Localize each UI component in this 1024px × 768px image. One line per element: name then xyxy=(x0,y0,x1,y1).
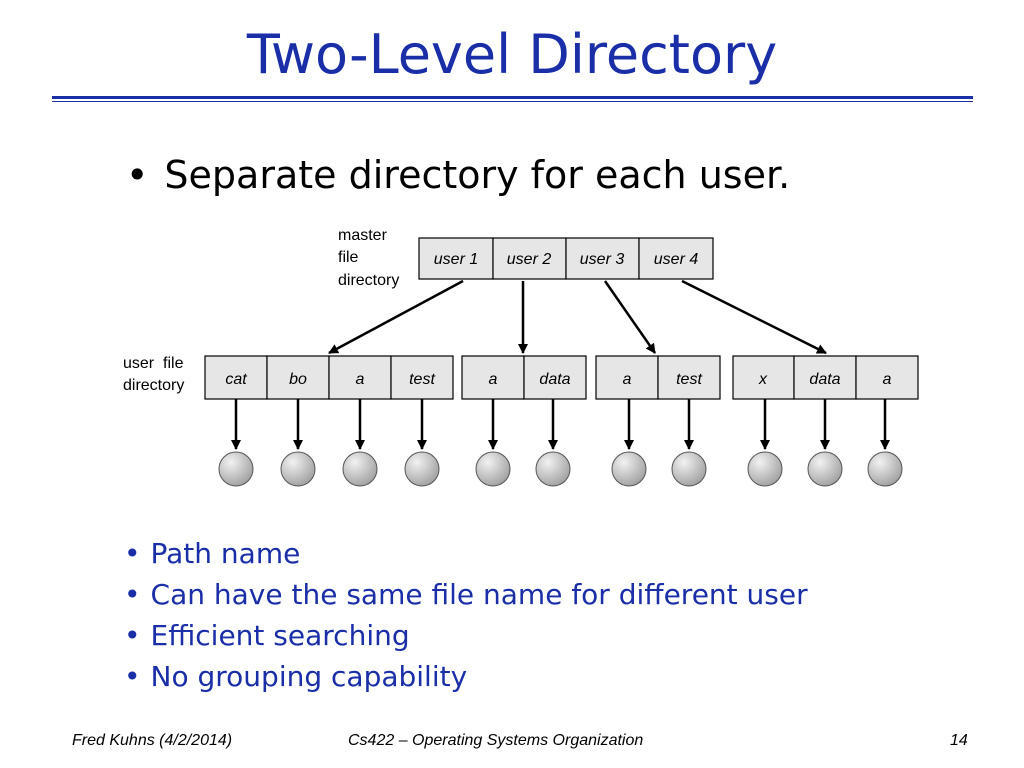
bullet-marker: • xyxy=(124,537,141,570)
user-4-file-x: x xyxy=(758,371,768,388)
file-node xyxy=(747,451,783,487)
list-item: • Can have the same file name for differe… xyxy=(124,577,808,618)
footer-page-number: 14 xyxy=(950,732,968,749)
file-node xyxy=(404,451,440,487)
file-node xyxy=(611,451,647,487)
point-path-name: Path name xyxy=(150,537,301,570)
user-4-cell-x xyxy=(732,355,795,400)
master-cell-user-2-label: user 2 xyxy=(507,251,552,268)
master-cell-user-4-label: user 4 xyxy=(654,251,699,268)
bullet-marker: • xyxy=(124,660,141,693)
master-label-line-1: master xyxy=(338,227,388,244)
footer-course: Cs422 – Operating Systems Organization xyxy=(348,732,644,749)
user-2-file-a: a xyxy=(489,371,498,388)
user-directory-1: cat bo a test xyxy=(204,355,454,400)
file-nodes xyxy=(218,451,903,487)
file-pointer-arrows xyxy=(231,399,890,450)
user-2-cell-data xyxy=(523,355,587,400)
arrow-user-3 xyxy=(603,280,657,354)
user-2-file-data: data xyxy=(539,371,570,388)
arrow-user-1 xyxy=(328,279,464,355)
list-item: • No grouping capability xyxy=(124,659,808,700)
file-node xyxy=(807,451,843,487)
user-1-file-a: a xyxy=(356,371,365,388)
master-cell-user-1 xyxy=(418,237,494,280)
file-node xyxy=(867,451,903,487)
user-dir-label-line-1: user file xyxy=(123,355,184,372)
point-no-grouping: No grouping capability xyxy=(150,660,468,693)
user-2-cell-a xyxy=(461,355,525,400)
file-node xyxy=(218,451,254,487)
main-bullet: • Separate directory for each user. xyxy=(126,156,790,194)
key-points-list: • Path name • Can have the same file name … xyxy=(124,536,808,700)
user-1-cell-test xyxy=(390,355,454,400)
user-3-cell-test xyxy=(657,355,721,400)
bullet-marker: • xyxy=(124,578,141,611)
master-cell-user-3-label: user 3 xyxy=(580,251,625,268)
bullet-marker: • xyxy=(124,619,141,652)
footer-author: Fred Kuhns (4/2/2014) xyxy=(72,732,233,749)
user-1-cell-bo xyxy=(266,355,330,400)
master-label-line-2: file xyxy=(338,249,359,266)
master-to-user-arrows xyxy=(328,279,827,355)
file-node xyxy=(671,451,707,487)
user-1-file-test: test xyxy=(409,371,435,388)
user-directory-4: x data a xyxy=(732,355,919,400)
file-node xyxy=(342,451,378,487)
list-item: • Path name xyxy=(124,536,808,577)
file-node xyxy=(535,451,571,487)
user-4-cell-data xyxy=(793,355,857,400)
user-1-file-bo: bo xyxy=(289,371,307,388)
title-underline-thin xyxy=(52,101,973,102)
user-4-file-data: data xyxy=(809,371,840,388)
user-directory-2: a data xyxy=(461,355,587,400)
list-item: • Efficient searching xyxy=(124,618,808,659)
file-node xyxy=(475,451,511,487)
user-4-file-a: a xyxy=(883,371,892,388)
user-3-file-a: a xyxy=(623,371,632,388)
master-cell-user-1-label: user 1 xyxy=(434,251,478,268)
user-directory-3: a test xyxy=(595,355,721,400)
arrow-user-4 xyxy=(681,279,827,355)
main-bullet-text: Separate directory for each user. xyxy=(164,153,791,197)
user-4-cell-a xyxy=(855,355,919,400)
user-1-cell-cat xyxy=(204,355,268,400)
master-cell-user-4 xyxy=(638,237,714,280)
master-cell-user-3 xyxy=(565,237,640,280)
user-dir-label-line-2: directory xyxy=(123,377,184,394)
master-label-line-3: directory xyxy=(338,272,399,289)
file-node xyxy=(280,451,316,487)
point-efficient-searching: Efficient searching xyxy=(150,619,410,652)
master-directory: user 1 user 2 user 3 user 4 xyxy=(418,237,714,280)
title-underline-thick xyxy=(52,96,973,99)
point-same-file-name: Can have the same file name for differen… xyxy=(150,578,808,611)
user-3-file-test: test xyxy=(676,371,702,388)
user-3-cell-a xyxy=(595,355,659,400)
user-1-file-cat: cat xyxy=(225,371,247,388)
bullet-marker: • xyxy=(126,153,149,197)
master-cell-user-2 xyxy=(492,237,567,280)
slide-title: Two-Level Directory xyxy=(246,23,778,86)
